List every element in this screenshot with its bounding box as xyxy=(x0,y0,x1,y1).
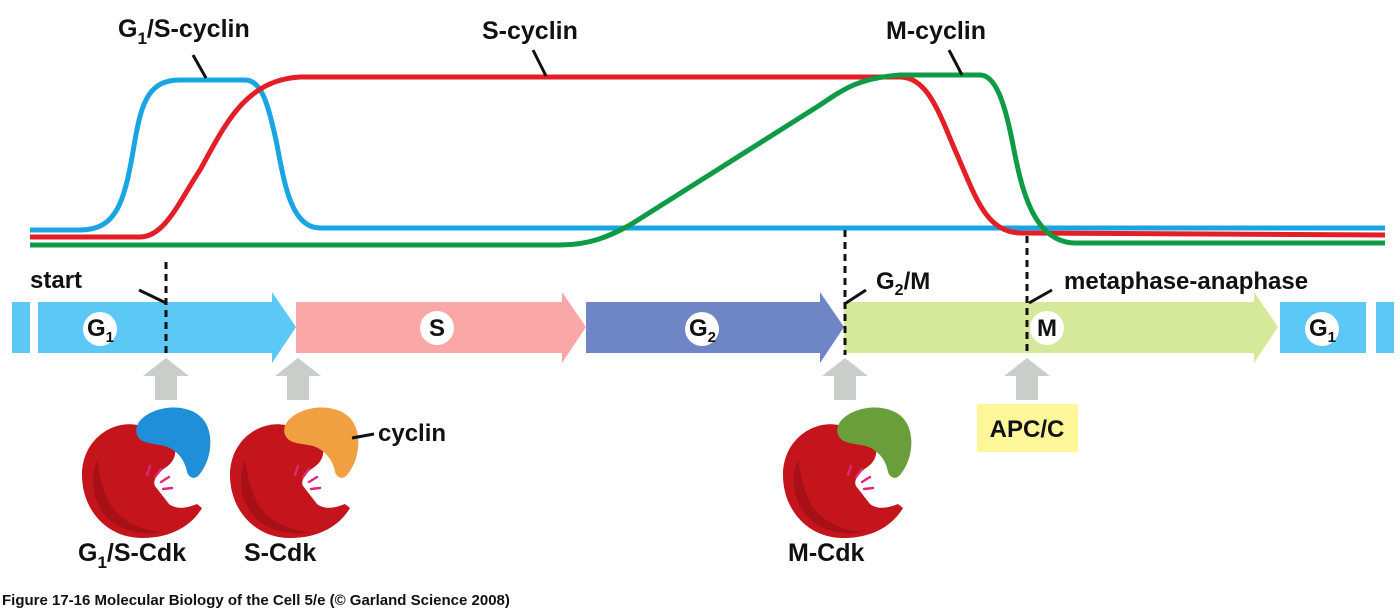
figure-caption: Figure 17-16 Molecular Biology of the Ce… xyxy=(2,592,510,609)
g1s-cyclin-label: G1/S-cyclin xyxy=(118,15,250,48)
start-label: start xyxy=(30,267,82,294)
checkpoints: start G2/M metaphase-anaphase xyxy=(30,230,1308,355)
activity-marks xyxy=(145,464,174,491)
cyclin-protein xyxy=(284,407,359,478)
g2m-pointer xyxy=(845,288,867,305)
cyclin-curves xyxy=(30,72,1386,248)
metaphase-label: metaphase-anaphase xyxy=(1064,268,1308,295)
phase-badge-s xyxy=(420,311,454,345)
cyclin-protein xyxy=(837,407,912,478)
s-cyclin-pointer xyxy=(531,49,548,77)
cdk-protein-shade xyxy=(240,460,310,534)
s-cdk-label: S-Cdk xyxy=(244,539,316,567)
up-arrow-m xyxy=(822,358,868,400)
cyclin-protein xyxy=(136,407,211,478)
m-cyclin-pointer xyxy=(947,49,964,76)
phase-arrows: G1 S G2 M G1 xyxy=(12,292,1394,363)
complex-s-cdk xyxy=(230,407,359,538)
metaphase-pointer xyxy=(1028,288,1053,305)
g1s-cyclin-pointer xyxy=(191,54,208,79)
phase-badge-g1-left xyxy=(83,312,117,346)
phase-edge-left xyxy=(12,302,30,353)
phase-edge-right xyxy=(1376,302,1394,353)
g2m-label: G2/M xyxy=(876,268,930,299)
m-cdk-label: M-Cdk xyxy=(788,539,864,567)
activation-arrows xyxy=(143,358,1050,400)
phase-badge-m xyxy=(1030,311,1064,345)
complex-g1s-cdk xyxy=(82,407,211,538)
activity-marks xyxy=(846,464,875,491)
g1s-cyclin-curve xyxy=(30,77,1385,233)
phase-label-g1-right: G1 xyxy=(1309,315,1336,346)
activity-marks xyxy=(293,464,322,491)
s-cyclin-label: S-cyclin xyxy=(482,17,578,45)
phase-label-s: S xyxy=(429,315,445,342)
start-pointer xyxy=(138,288,167,305)
m-cyclin-label: M-cyclin xyxy=(886,17,986,45)
cyclin-label: cyclin xyxy=(378,420,446,447)
complex-m-cdk xyxy=(783,407,912,538)
cyclin-pointer xyxy=(351,432,375,440)
up-arrow-g1s xyxy=(143,358,189,400)
cdk-protein-shade xyxy=(793,460,863,534)
up-arrow-s xyxy=(275,358,321,400)
phase-label-g2: G2 xyxy=(689,315,716,346)
s-cyclin-curve xyxy=(30,74,1386,240)
curve-labels: G1/S-cyclin S-cyclin M-cyclin xyxy=(118,15,986,79)
up-arrow-apcc xyxy=(1004,358,1050,400)
phase-badge-g1-right xyxy=(1305,312,1339,346)
g1s-cdk-label: G1/S-Cdk xyxy=(78,539,186,572)
m-cyclin-curve xyxy=(30,72,1385,248)
apcc-box xyxy=(977,404,1078,452)
cdk-protein-shade xyxy=(92,460,162,534)
phase-badge-g2 xyxy=(685,312,719,346)
apcc-label: APC/C xyxy=(990,416,1065,443)
phase-label-g1-left: G1 xyxy=(87,315,114,346)
phase-label-m: M xyxy=(1037,315,1057,342)
